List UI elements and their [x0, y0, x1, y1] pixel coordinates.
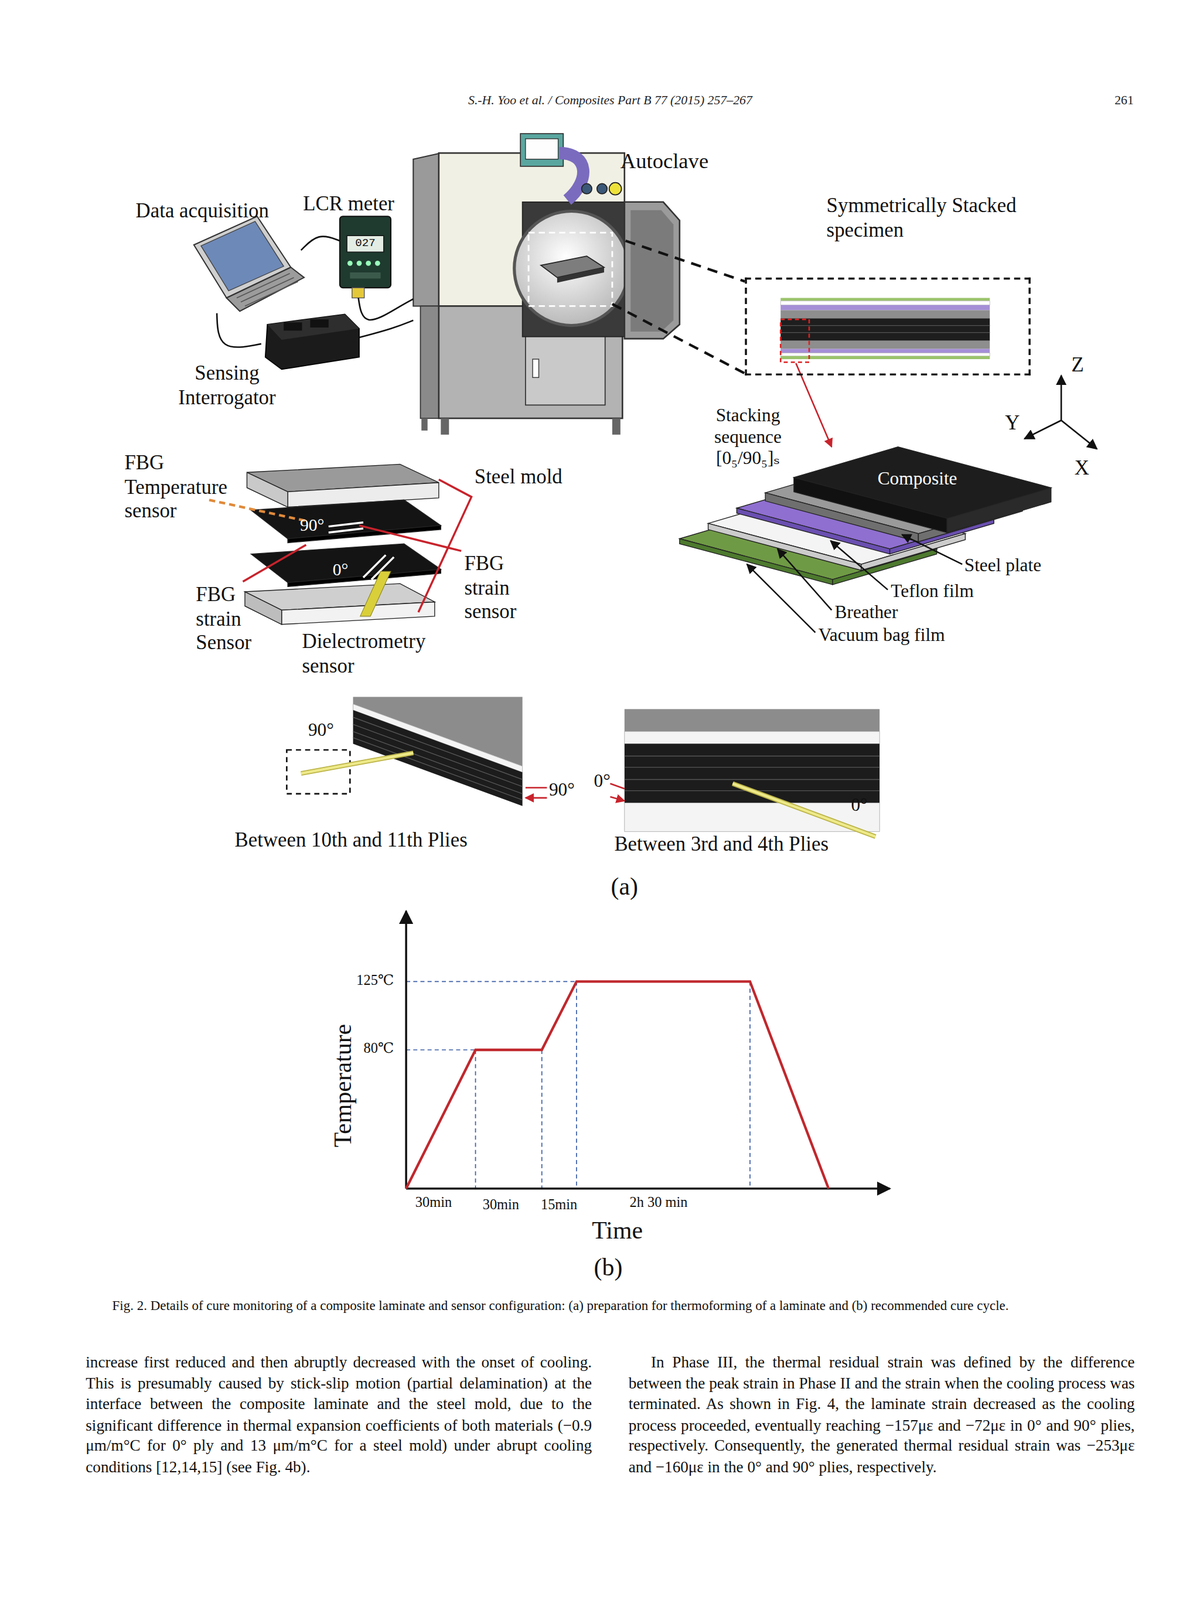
specimen-stack	[780, 298, 990, 448]
axis-label: Y	[1004, 411, 1020, 436]
closeup-90	[286, 696, 547, 806]
stacking-sequence: Stacking sequence [0₅/90₅]ₛ	[707, 404, 789, 470]
cable	[358, 298, 414, 320]
device-label: Sensing Interrogator	[168, 360, 286, 409]
duration-label: 30min	[415, 1194, 452, 1212]
sensor-label: FBG Temperature sensor	[124, 451, 242, 524]
ply-angle: 0°	[332, 560, 349, 581]
specimen-box: Symmetrically Stacked specimen	[744, 277, 1031, 376]
device-label: Autoclave	[620, 148, 709, 175]
axis-label: Z	[1071, 353, 1084, 378]
layer-label: Breather	[834, 601, 899, 624]
panel-label: (a)	[611, 872, 639, 902]
axis-tick: 125℃	[356, 972, 394, 990]
axis-title: Time	[591, 1216, 643, 1246]
ply-angle: 0°	[850, 795, 868, 817]
axis-title: Temperature	[328, 1024, 357, 1148]
ply-angle: 90°	[300, 515, 325, 536]
display-reading: 027	[346, 236, 384, 251]
laptop-illustration	[193, 216, 305, 312]
cable	[359, 320, 414, 338]
sensor-label: FBG strain sensor	[464, 551, 536, 625]
mold-exploded-view	[244, 464, 441, 625]
device-label: LCR meter	[302, 191, 395, 216]
cure-cycle-chart	[406, 911, 890, 1189]
layer-label: Teflon film	[890, 580, 974, 603]
page-number: 261	[1114, 92, 1134, 108]
interrogator-illustration	[265, 314, 360, 370]
projection-line	[625, 240, 746, 282]
running-header: S.-H. Yoo et al. / Composites Part B 77 …	[468, 92, 753, 108]
duration-label: 2h 30 min	[629, 1194, 688, 1212]
device-label: Data acquisition	[135, 199, 269, 224]
interrogator-device: Sensing Interrogator	[261, 312, 360, 376]
laptop-device: Data acquisition	[188, 216, 302, 313]
lcr-meter-device: LCR meter027	[339, 216, 394, 298]
ply-angle: 90°	[308, 719, 334, 742]
layer-label: Composite	[877, 468, 958, 490]
sensor-location: Between 10th and 11th Plies	[234, 828, 468, 853]
box-heading: Symmetrically Stacked specimen	[826, 193, 1057, 242]
sensor-marks	[209, 479, 472, 617]
ply-angle: 0°	[594, 770, 611, 793]
duration-label: 30min	[482, 1197, 520, 1215]
autoclave-illustration	[413, 133, 680, 435]
layer-label: Vacuum bag film	[818, 624, 946, 647]
ply-angle: 90°	[549, 779, 575, 802]
projection-line	[612, 304, 745, 374]
body-text: In Phase III, the thermal residual strai…	[628, 1351, 1135, 1478]
body-text: increase first reduced and then abruptly…	[85, 1351, 592, 1478]
axis-label: X	[1074, 455, 1090, 480]
duration-label: 15min	[540, 1197, 578, 1215]
sensor-location: Between 3rd and 4th Plies	[614, 832, 829, 857]
closeup-0	[609, 708, 880, 837]
cable	[301, 236, 340, 251]
panel-label: (b)	[594, 1253, 623, 1283]
lcr-meter-illustration	[339, 216, 391, 298]
autoclave-device: Autoclave	[413, 130, 626, 437]
sensor-label: Dielectrometry sensor	[301, 629, 445, 678]
layer-label: Steel plate	[964, 554, 1042, 577]
figure-caption: Fig. 2. Details of cure monitoring of a …	[112, 1297, 1113, 1314]
axis-triad	[1024, 375, 1097, 449]
part-label: Steel mold	[474, 465, 563, 490]
sensor-label: FBG strain Sensor	[195, 582, 268, 655]
cable	[216, 313, 262, 348]
axis-tick: 80℃	[363, 1040, 395, 1058]
